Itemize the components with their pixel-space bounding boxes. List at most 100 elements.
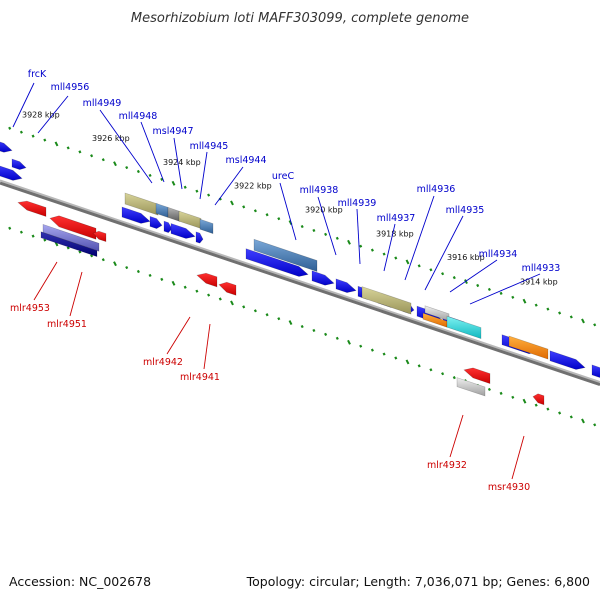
kbp-label: 3924 kbp bbox=[163, 158, 201, 167]
upper-tick-tick bbox=[90, 154, 94, 158]
upper-tick-tick bbox=[558, 311, 562, 315]
lower-tick-tick bbox=[300, 324, 304, 329]
gene-label: mll4945 bbox=[190, 141, 229, 152]
upper-tick-tick bbox=[207, 193, 211, 197]
upper-tick-tick bbox=[19, 130, 23, 134]
lower-tick-tick bbox=[113, 261, 117, 267]
forward-gene bbox=[195, 231, 204, 244]
lower-tick-tick bbox=[581, 418, 585, 424]
lower-tick-tick bbox=[370, 348, 374, 352]
gene-labels: frcKmll4956mll4949mll4948msl4947mll4945m… bbox=[10, 69, 560, 493]
upper-tick-tick bbox=[160, 177, 164, 181]
lower-tick-tick bbox=[593, 423, 597, 427]
leader-line bbox=[203, 323, 211, 370]
lower-tick-tick bbox=[405, 359, 410, 365]
lower-tick-tick bbox=[101, 258, 105, 262]
lower-tick-tick bbox=[382, 352, 386, 356]
axis-highlight bbox=[0, 179, 600, 384]
lower-tick-tick bbox=[195, 289, 199, 293]
upper-tick-tick bbox=[183, 185, 187, 189]
lower-tick-tick bbox=[335, 336, 339, 340]
lower-tick-tick bbox=[19, 230, 23, 234]
lower-tick-tick bbox=[78, 250, 82, 254]
reverse-gene bbox=[92, 230, 107, 243]
forward-gene bbox=[121, 206, 151, 224]
lower-tick-tick bbox=[441, 372, 445, 376]
leader-line bbox=[279, 182, 297, 241]
upper-tick-tick bbox=[359, 244, 363, 248]
reverse-gene bbox=[49, 215, 97, 240]
leader-line bbox=[199, 151, 208, 200]
leader-line bbox=[173, 137, 183, 190]
lower-tick-tick bbox=[183, 285, 187, 289]
lower-tick-tick bbox=[569, 415, 573, 419]
gene-label: mll4934 bbox=[479, 249, 518, 260]
upper-tick-tick bbox=[569, 315, 573, 319]
lower-tick-tick bbox=[429, 368, 433, 372]
genome-axis bbox=[0, 179, 600, 387]
olive-gene bbox=[124, 192, 159, 216]
gene-label: mll4937 bbox=[377, 213, 416, 224]
lower-tick-tick bbox=[8, 226, 12, 230]
leader-line bbox=[404, 195, 435, 281]
steel-gene bbox=[253, 238, 318, 272]
upper-tick-tick bbox=[148, 173, 152, 178]
upper-tick-tick bbox=[405, 259, 410, 265]
lower-tick-tick bbox=[324, 332, 328, 336]
gene-label: mll4933 bbox=[522, 263, 561, 274]
leader-line bbox=[140, 121, 165, 183]
leader-line bbox=[12, 82, 35, 128]
lower-tick-tick bbox=[230, 300, 234, 306]
purple-gene bbox=[42, 223, 100, 252]
genome-summary: Topology: circular; Length: 7,036,071 bp… bbox=[246, 574, 590, 589]
kbp-label: 3916 kbp bbox=[447, 253, 485, 262]
forward-gene bbox=[11, 158, 27, 170]
leader-line bbox=[449, 414, 464, 458]
accession-text: Accession: NC_002678 bbox=[9, 574, 151, 589]
orange-gene bbox=[508, 335, 549, 360]
forward-gene bbox=[245, 248, 309, 277]
lower-tick-tick bbox=[347, 339, 351, 345]
lower-tick-tick bbox=[522, 398, 527, 404]
upper-tick-tick bbox=[113, 161, 117, 167]
gene-label: mll4935 bbox=[446, 205, 485, 216]
upper-tick-tick bbox=[277, 217, 281, 221]
forward-gene bbox=[311, 270, 335, 286]
upper-tick-tick bbox=[125, 165, 129, 170]
upper-tick-tick bbox=[195, 189, 199, 193]
gene-label: frcK bbox=[28, 69, 47, 80]
upper-tick-tick bbox=[54, 141, 59, 147]
kbp-label: 3922 kbp bbox=[234, 182, 272, 191]
grey-gene bbox=[167, 206, 181, 222]
gene-label: mlr4953 bbox=[10, 303, 50, 314]
upper-tick-tick bbox=[324, 232, 328, 236]
upper-tick-tick bbox=[347, 239, 351, 245]
lower-tick-tick bbox=[136, 269, 140, 274]
upper-tick-tick bbox=[312, 228, 316, 233]
upper-tick-tick bbox=[394, 256, 398, 260]
forward-gene bbox=[149, 215, 163, 229]
upper-tick-tick bbox=[370, 248, 374, 252]
lower-tick-tick bbox=[207, 293, 211, 297]
lower-tick-tick bbox=[394, 356, 398, 360]
gene-label: mll4936 bbox=[417, 184, 456, 195]
kbp-label: 3928 kbp bbox=[22, 110, 60, 119]
leader-line bbox=[69, 271, 83, 317]
lower-tick-tick bbox=[265, 313, 269, 317]
leader-line bbox=[383, 223, 396, 272]
leader-line bbox=[214, 166, 244, 206]
gene-label: mlr4932 bbox=[427, 460, 467, 471]
gene-label: mll4938 bbox=[300, 185, 339, 196]
lower-tick-tick bbox=[487, 387, 491, 392]
lower-tick-tick bbox=[288, 320, 293, 326]
lower-tick-tick bbox=[125, 265, 129, 270]
gene-label: mll4939 bbox=[338, 198, 377, 209]
forward-gene bbox=[0, 141, 13, 153]
leader-line bbox=[37, 95, 69, 134]
lower-tick-tick bbox=[534, 403, 538, 407]
reverse-gene bbox=[196, 272, 218, 288]
forward-gene bbox=[170, 223, 196, 239]
upper-tick-tick bbox=[8, 126, 12, 130]
upper-tick-tick bbox=[136, 169, 140, 174]
